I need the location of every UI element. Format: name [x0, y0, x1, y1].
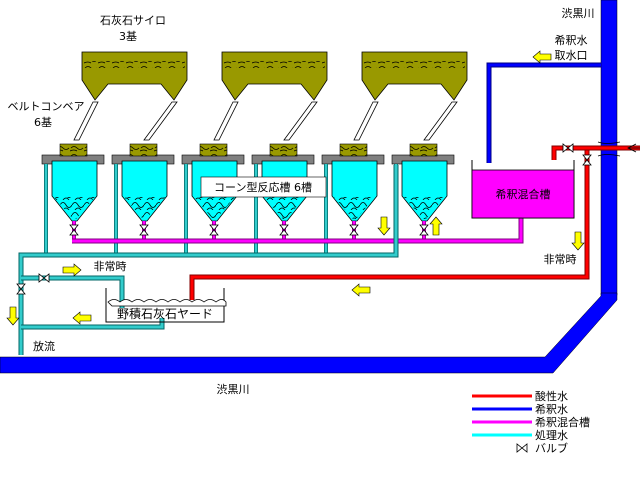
mix-line [72, 218, 524, 244]
legend-label: 希釈混合槽 [535, 415, 590, 429]
valve-icon[interactable] [562, 143, 574, 153]
valve-icon[interactable] [38, 273, 50, 283]
flow-arrow-icon [62, 263, 82, 277]
flow-arrow-icon [6, 306, 20, 326]
valve-icon[interactable] [69, 224, 79, 236]
limestone-silo [221, 51, 328, 101]
legend-label: 希釈水 [535, 402, 568, 416]
conveyor-count: 6基 [34, 116, 52, 129]
legend-item: 希釈混合槽 [472, 415, 590, 429]
cone-reactor [181, 143, 245, 255]
valve-icon[interactable] [279, 224, 289, 236]
dilution-water-pipe [486, 62, 601, 163]
valve-icon[interactable] [349, 224, 359, 236]
cone-reactor [321, 143, 385, 255]
flow-arrow-icon [571, 231, 585, 251]
intake-label-1: 希釈水 [555, 33, 588, 47]
mix-tank-label: 希釈混合槽 [496, 187, 551, 201]
acid-inflow-marker [597, 141, 640, 157]
yard-label: 野積石灰石ヤード [117, 306, 213, 321]
belt-conveyor [73, 101, 99, 141]
flow-arrow-icon [429, 216, 443, 236]
acid-water-line [189, 145, 640, 300]
legend-label: 酸性水 [535, 389, 568, 403]
silo-count: 3基 [119, 30, 137, 43]
belt-conveyor [143, 101, 178, 141]
valve-icon[interactable] [582, 154, 592, 166]
reactor-label: コーン型反応槽 6槽 [214, 180, 312, 194]
flow-arrow-icon [72, 311, 92, 325]
emergency-right-label: 非常時 [544, 253, 577, 266]
valve-icon [516, 443, 528, 453]
cone-reactor [41, 143, 105, 255]
flow-arrow-icon [377, 216, 391, 236]
flow-arrow-icon [532, 50, 552, 64]
conveyor-title: ベルトコンベア [8, 100, 85, 113]
reactor-label-box: コーン型反応槽 6槽 [200, 176, 327, 198]
legend-label: バルブ [535, 441, 568, 455]
legend-item: 酸性水 [472, 389, 568, 403]
discharge-label: 放流 [33, 339, 55, 353]
dilution-mix-tank: 希釈混合槽 [471, 160, 575, 219]
legend-label: 処理水 [535, 429, 568, 442]
limestone-silo [81, 51, 188, 101]
limestone-silo [361, 51, 468, 101]
legend-item: 処理水 [472, 429, 568, 442]
cone-reactor [391, 143, 455, 255]
legend-item: 希釈水 [472, 402, 568, 416]
belt-conveyor [283, 101, 318, 141]
cone-reactor [251, 143, 315, 255]
valve-icon[interactable] [419, 224, 429, 236]
cone-reactor [111, 143, 175, 255]
river-top-label: 渋黒川 [562, 7, 595, 20]
limestone-yard: 野積石灰石ヤード [105, 288, 227, 323]
flow-arrow-icon [351, 283, 371, 297]
valve-icon[interactable] [16, 283, 26, 295]
belt-conveyor [423, 101, 458, 141]
treated-water-line [18, 165, 399, 355]
silo-title: 石灰石サイロ [100, 13, 166, 27]
intake-label-2: 取水口 [555, 49, 588, 62]
valve-icon[interactable] [139, 224, 149, 236]
legend-item: バルブ [516, 441, 568, 455]
belt-conveyor [213, 101, 239, 141]
belt-conveyor [353, 101, 379, 141]
valve-icon[interactable] [209, 224, 219, 236]
river-bottom-label: 渋黒川 [217, 383, 250, 396]
emergency-left-label: 非常時 [94, 260, 127, 273]
